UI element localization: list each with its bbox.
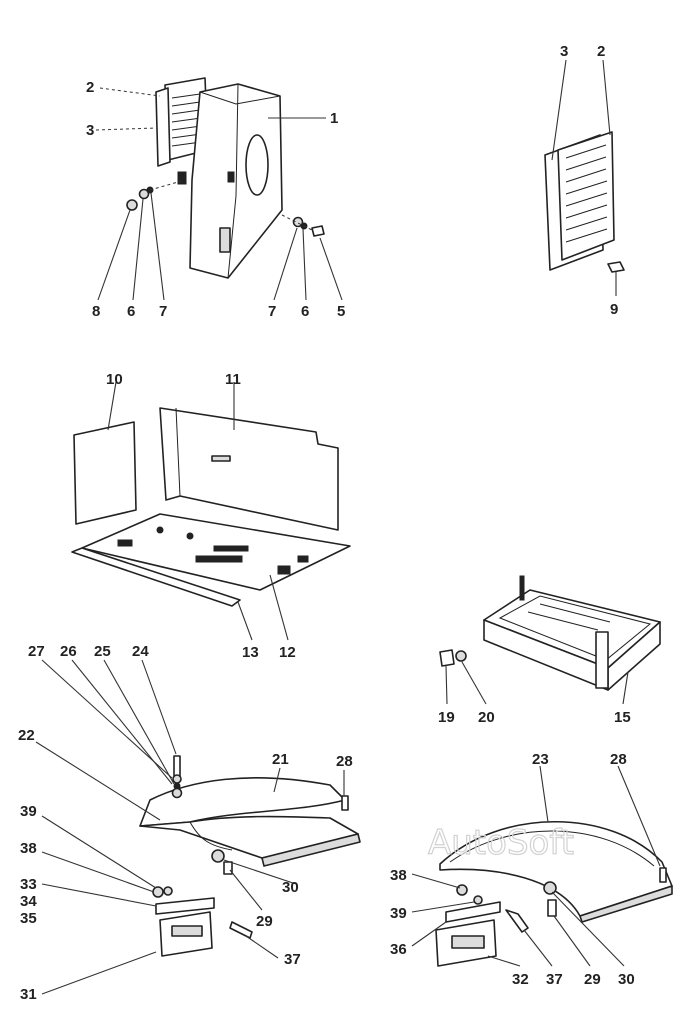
callout-30: 30 [282, 879, 299, 896]
callout-32: 32 [512, 971, 529, 988]
callout-13: 13 [242, 644, 259, 661]
callout-1: 1 [330, 110, 338, 127]
callout-20: 20 [478, 709, 495, 726]
callout-12: 12 [279, 644, 296, 661]
callout-6: 6 [301, 303, 309, 320]
callout-2: 2 [597, 43, 605, 60]
callout-27: 27 [28, 643, 45, 660]
callout-7: 7 [268, 303, 276, 320]
callout-8: 8 [92, 303, 100, 320]
wing-nut-19 [439, 649, 455, 667]
callout-37: 37 [546, 971, 563, 988]
tray-tube [595, 631, 609, 689]
bracket-36 [445, 901, 501, 923]
bolt-29-right [547, 899, 557, 917]
washer-39-left [163, 886, 173, 896]
bolt-29-left [223, 861, 233, 875]
callout-36: 36 [390, 941, 407, 958]
callout-35: 35 [20, 910, 37, 927]
nut-8 [126, 199, 138, 211]
leader-6b [302, 228, 307, 301]
grille-slots-right [565, 144, 608, 243]
floor-plate-12 [81, 513, 351, 591]
leader-6a [132, 198, 144, 301]
floor-components [117, 526, 309, 575]
callout-19: 19 [438, 709, 455, 726]
callout-31: 31 [20, 986, 37, 1003]
leader-7a [150, 192, 165, 301]
callout-2: 2 [86, 79, 94, 96]
callout-6: 6 [127, 303, 135, 320]
mudguard-right-assembly [411, 765, 673, 967]
bolt-28-right [659, 867, 667, 883]
callout-33: 33 [20, 876, 37, 893]
callout-30: 30 [618, 971, 635, 988]
side-panel-10 [73, 421, 137, 525]
trim-strip-13 [71, 547, 241, 607]
callout-38: 38 [390, 867, 407, 884]
bolt-37-right [505, 909, 529, 933]
callout-24: 24 [132, 643, 149, 660]
access-slot [245, 134, 269, 196]
callout-7: 7 [159, 303, 167, 320]
washer-30-left [211, 849, 225, 863]
callout-labels: 1 2 3 8 6 7 7 6 5 3 2 9 10 11 13 12 19 2… [18, 43, 635, 1003]
mudguard-left-assembly [35, 659, 361, 995]
callout-39: 39 [20, 803, 37, 820]
bolt-24 [173, 755, 181, 777]
leader-5 [319, 237, 343, 301]
screw-9 [607, 261, 625, 273]
bolt-28-left [341, 795, 349, 811]
callout-39: 39 [390, 905, 407, 922]
callout-21: 21 [272, 751, 289, 768]
callout-34: 34 [20, 893, 37, 910]
callout-11: 11 [225, 371, 241, 388]
grille-assembly [544, 59, 625, 296]
callout-15: 15 [614, 709, 631, 726]
callout-28: 28 [610, 751, 627, 768]
back-panel-11 [159, 407, 339, 531]
callout-10: 10 [106, 371, 123, 388]
callout-38: 38 [20, 840, 37, 857]
callout-37: 37 [284, 951, 301, 968]
floor-panel-assembly [71, 381, 351, 641]
callout-25: 25 [94, 643, 111, 660]
callout-23: 23 [532, 751, 549, 768]
nut-38-left [152, 886, 164, 898]
cover-assembly [95, 77, 343, 301]
nut-27 [171, 787, 183, 799]
callout-5: 5 [337, 303, 345, 320]
mudguard-23 [439, 821, 673, 917]
leader-8 [97, 209, 131, 301]
washer-6-left [138, 188, 150, 200]
washer-25 [172, 774, 182, 784]
callout-28: 28 [336, 753, 353, 770]
watermark-text: AutoSoft [428, 823, 574, 863]
grille-slots [171, 93, 202, 147]
callout-29: 29 [584, 971, 601, 988]
callout-3: 3 [560, 43, 568, 60]
washer-30-right [543, 881, 557, 895]
nut-38-right [456, 884, 468, 896]
housing-bracket [219, 227, 231, 253]
grille-frame [155, 87, 171, 167]
callout-3: 3 [86, 122, 94, 139]
callout-22: 22 [18, 727, 35, 744]
washer-39-right [473, 895, 483, 905]
bolt-37-left [229, 921, 253, 939]
panel-slot [211, 455, 231, 462]
leader-7b [273, 227, 298, 301]
callout-29: 29 [256, 913, 273, 930]
washer-20 [455, 650, 467, 662]
tray-assembly [439, 575, 661, 705]
callout-26: 26 [60, 643, 77, 660]
callout-9: 9 [610, 301, 618, 318]
bracket-33 [155, 897, 215, 915]
bolt-5 [311, 225, 325, 237]
